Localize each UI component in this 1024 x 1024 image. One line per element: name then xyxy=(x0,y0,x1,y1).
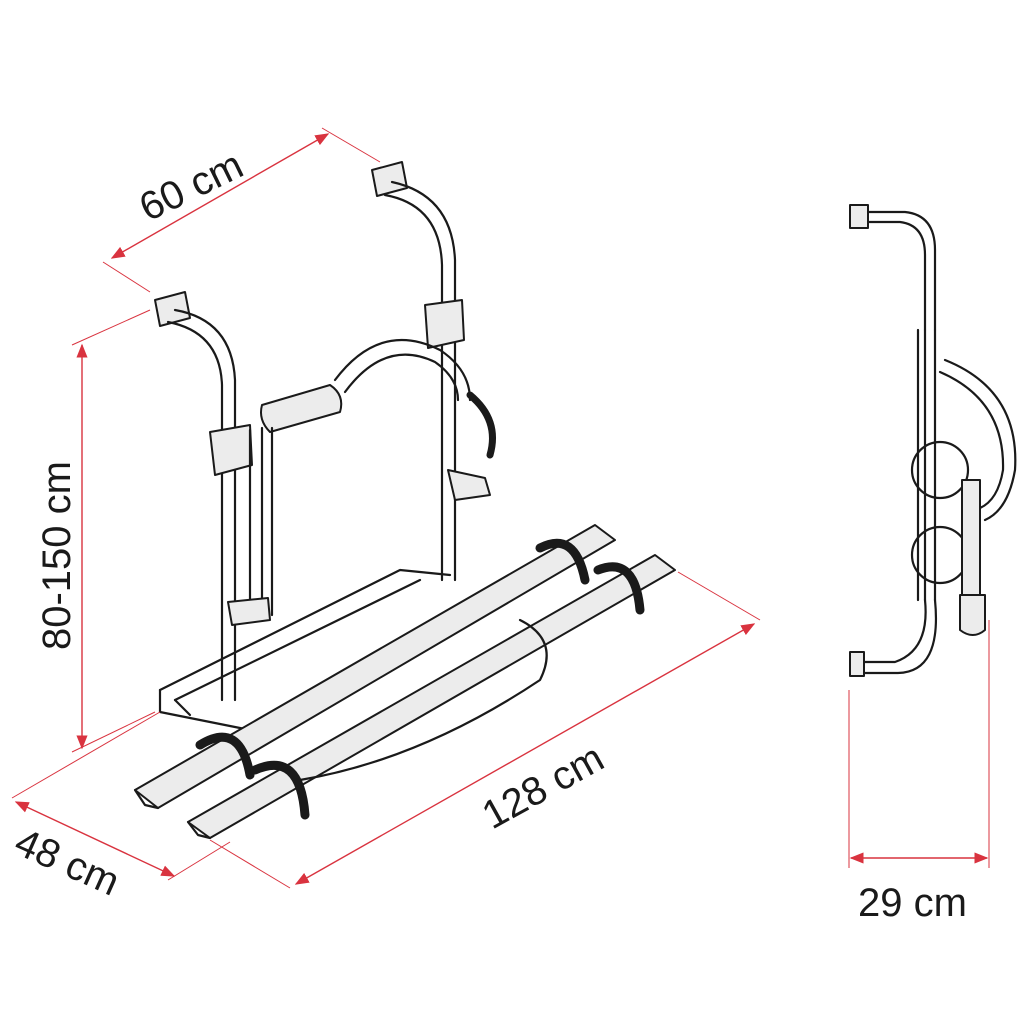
dimension-lines xyxy=(11,127,990,889)
length-label: 128 cm xyxy=(475,736,611,838)
width-top-label: 60 cm xyxy=(133,143,250,230)
side-depth-label: 29 cm xyxy=(858,881,967,925)
rack-perspective-view xyxy=(133,161,676,840)
rack-side-view xyxy=(849,204,1017,677)
depth-label: 48 cm xyxy=(8,820,125,905)
height-range-label: 80-150 cm xyxy=(35,461,79,650)
